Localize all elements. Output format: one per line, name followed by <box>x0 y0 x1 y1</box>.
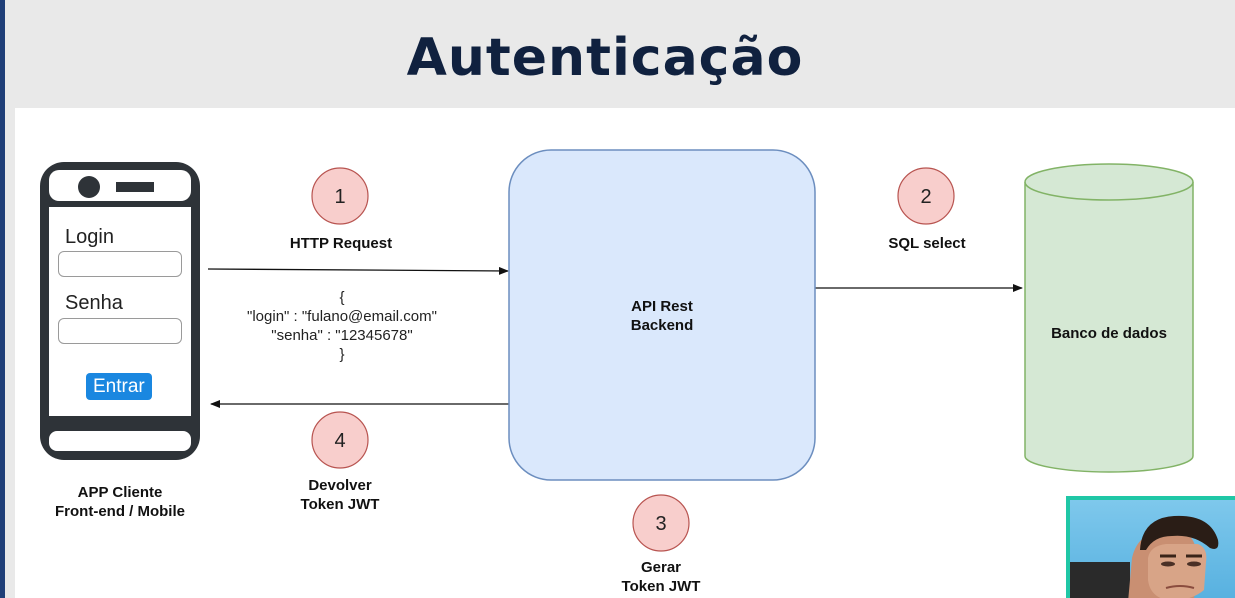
api-rest-box <box>508 149 816 481</box>
request-body-line: "senha" : "12345678" <box>271 327 413 344</box>
http-request-arrow <box>207 266 509 275</box>
webcam-overlay <box>1066 496 1235 598</box>
window-edge <box>0 0 5 598</box>
step-4-number: 4 <box>334 430 345 452</box>
step-2-badge <box>897 167 955 225</box>
api-label: API Rest Backend <box>582 297 742 335</box>
senha-label: Senha <box>65 292 123 314</box>
step-4-badge <box>311 411 369 469</box>
step-3-badge <box>632 494 690 552</box>
database-icon <box>1024 163 1194 473</box>
step-3-label-line1: Gerar <box>640 559 682 576</box>
step-4-label: Devolver Token JWT <box>280 476 400 514</box>
request-body: { "login" : "fulano@email.com" "senha" :… <box>222 288 462 364</box>
api-label-line2: Backend <box>630 317 694 334</box>
senha-input[interactable] <box>58 318 182 344</box>
phone-icon <box>40 162 200 460</box>
diagram-canvas: 1 2 3 4 Login Senha Entrar APP Cliente F… <box>15 108 1235 598</box>
step-3-label-line2: Token JWT <box>621 578 701 595</box>
step-3-label: Gerar Token JWT <box>601 558 721 596</box>
speaker-icon <box>116 182 154 192</box>
client-label: APP Cliente Front-end / Mobile <box>45 483 195 521</box>
slide-title: Autenticação <box>406 28 804 88</box>
step-3-number: 3 <box>655 513 666 535</box>
api-label-line1: API Rest <box>631 298 693 315</box>
request-body-line: { <box>339 289 345 306</box>
step-2-number: 2 <box>920 186 931 208</box>
login-label: Login <box>65 226 114 248</box>
step-1-label: HTTP Request <box>289 235 393 252</box>
client-label-line2: Front-end / Mobile <box>55 503 185 520</box>
request-body-line: } <box>339 346 345 363</box>
presenter-video <box>1070 515 1219 598</box>
step-1-badge <box>311 167 369 225</box>
camera-icon <box>78 176 100 198</box>
request-body-line: "login" : "fulano@email.com" <box>247 308 437 325</box>
step-2-label: SQL select <box>888 235 966 252</box>
step-4-label-line2: Token JWT <box>300 496 380 513</box>
entrar-button[interactable]: Entrar <box>86 373 152 400</box>
step-4-label-line1: Devolver <box>308 477 372 494</box>
client-label-line1: APP Cliente <box>77 484 163 501</box>
diagram-svg: 1 2 3 4 <box>40 149 1194 552</box>
login-input[interactable] <box>58 251 182 277</box>
step-1-number: 1 <box>334 186 345 208</box>
database-label: Banco de dados <box>1051 325 1167 342</box>
